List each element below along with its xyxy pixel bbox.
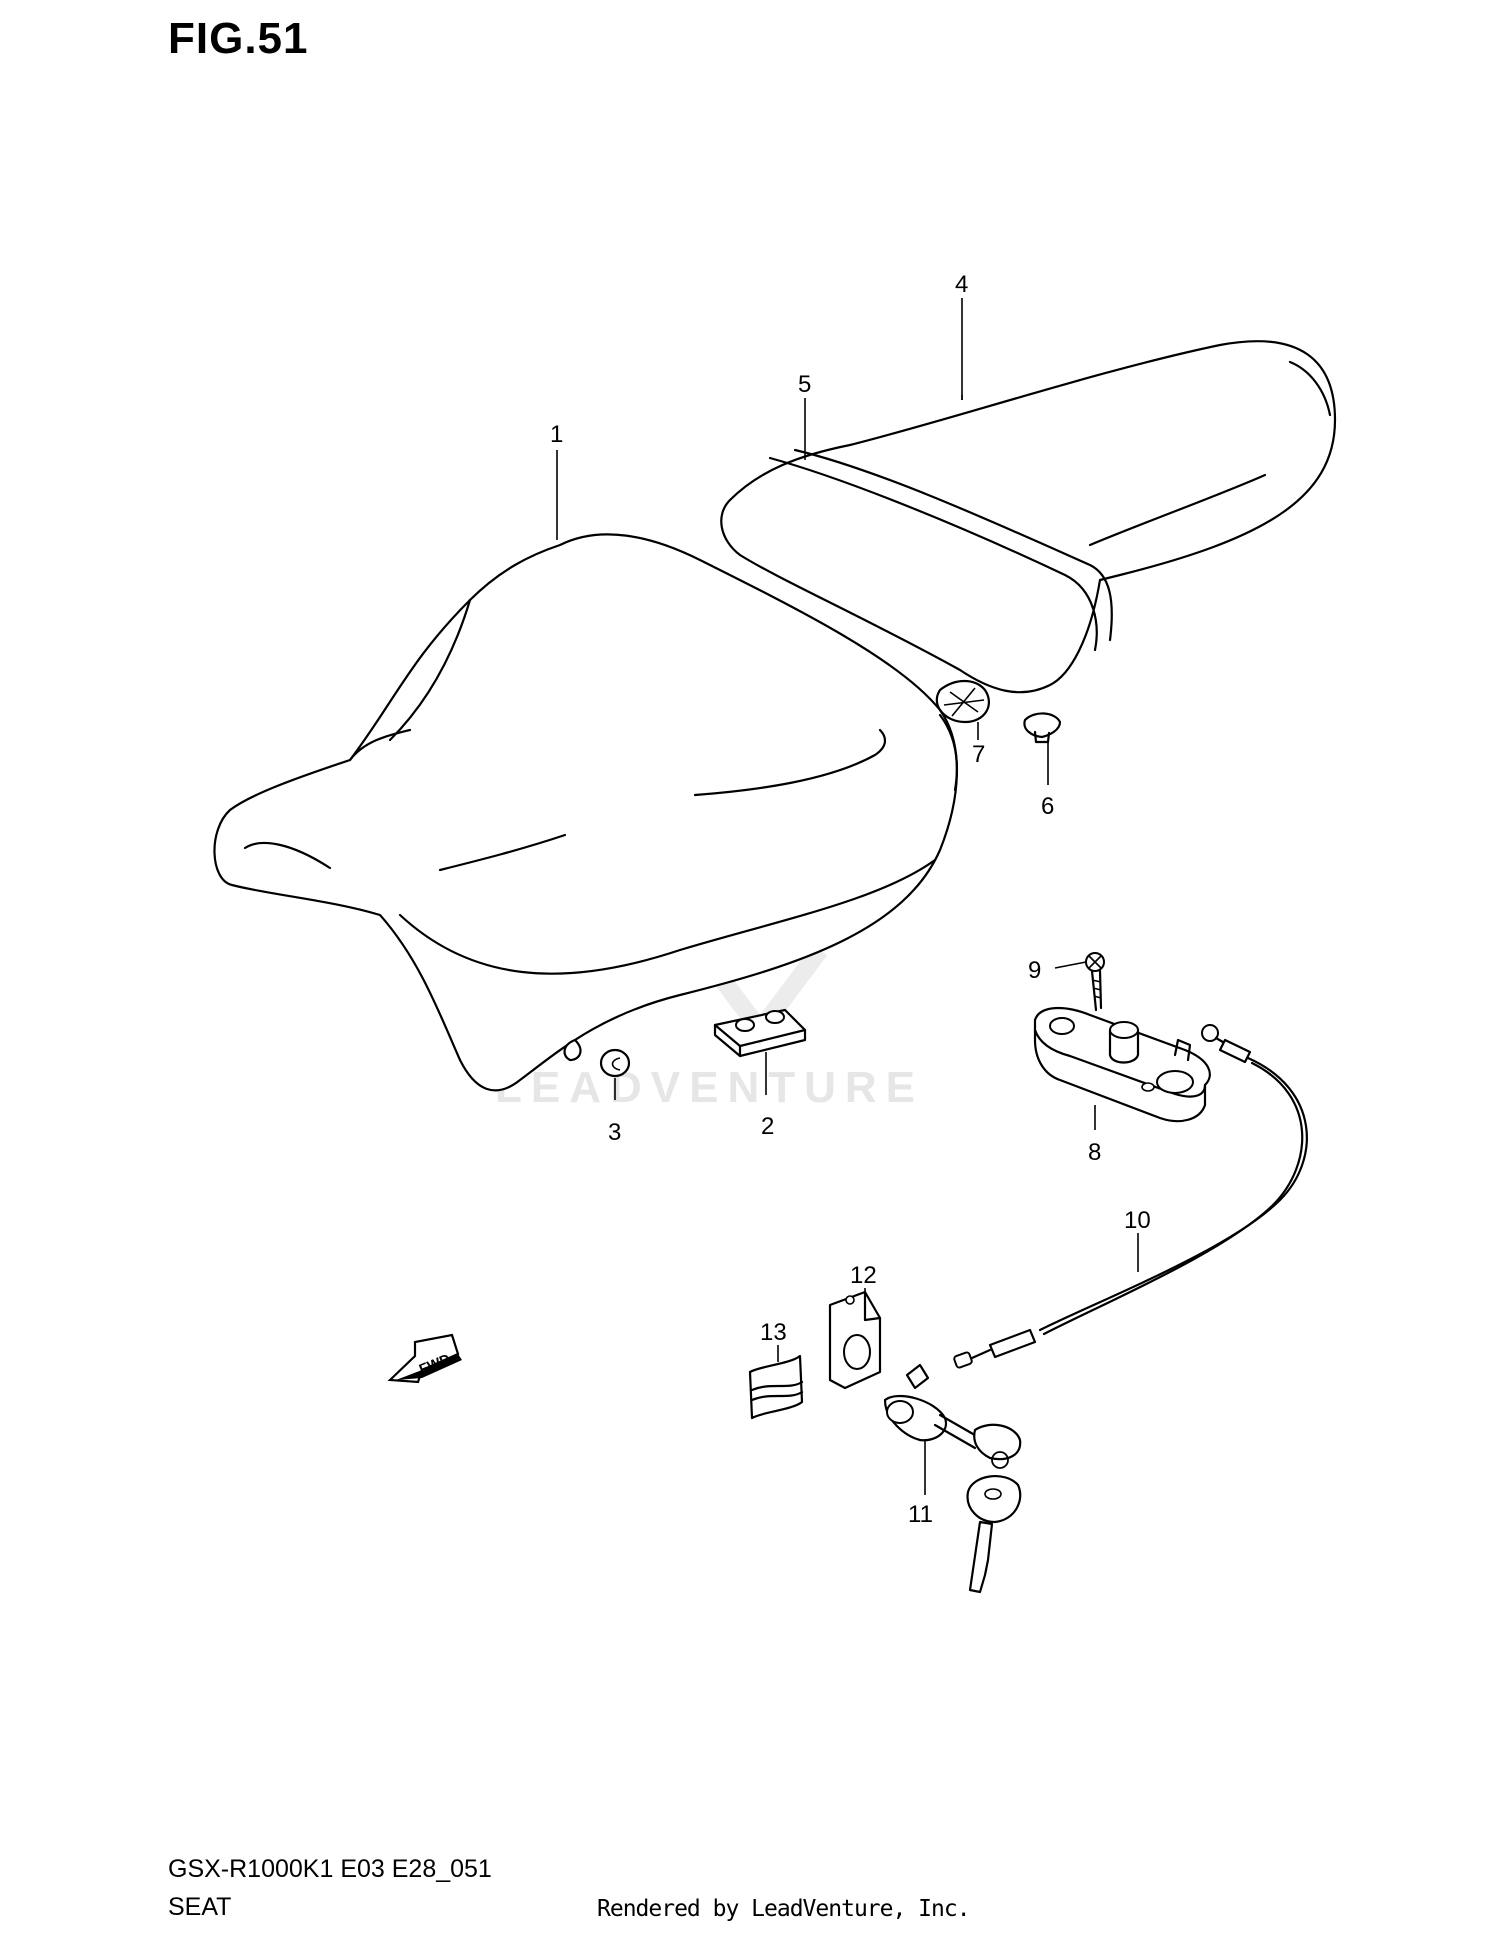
seat-bracket bbox=[713, 1008, 807, 1058]
callout-3: 3 bbox=[608, 1119, 621, 1146]
clamp bbox=[748, 1354, 804, 1420]
front-seat bbox=[213, 533, 959, 1092]
callout-8: 8 bbox=[1088, 1139, 1101, 1166]
leader-lines bbox=[556, 298, 1139, 1495]
seat-lock-assy bbox=[1033, 1006, 1211, 1123]
callout-9: 9 bbox=[1028, 957, 1041, 984]
render-credit: Rendered by LeadVenture, Inc. bbox=[597, 1896, 971, 1922]
callout-4: 4 bbox=[955, 271, 968, 298]
seat-lock-cable bbox=[953, 1024, 1308, 1369]
section-name: SEAT bbox=[168, 1893, 232, 1921]
callout-2: 2 bbox=[761, 1113, 774, 1140]
callout-1: 1 bbox=[550, 421, 563, 448]
screw bbox=[1085, 952, 1105, 1012]
figure-title: FIG.51 bbox=[168, 14, 309, 63]
fwd-arrow: FWD bbox=[387, 1333, 462, 1384]
rear-seat bbox=[720, 340, 1337, 694]
callout-12: 12 bbox=[850, 1262, 877, 1289]
callout-6: 6 bbox=[1041, 793, 1054, 820]
bolt bbox=[1023, 712, 1062, 744]
callout-7: 7 bbox=[972, 741, 985, 768]
seat-lock-cylinder bbox=[883, 1363, 1022, 1594]
cushion bbox=[563, 1038, 631, 1078]
callout-13: 13 bbox=[760, 1319, 787, 1346]
watermark-text: LEADVENTURE bbox=[495, 1063, 924, 1112]
lock-bracket bbox=[828, 1290, 882, 1390]
callout-5: 5 bbox=[798, 371, 811, 398]
callout-10: 10 bbox=[1124, 1207, 1151, 1234]
model-code: GSX-R1000K1 E03 E28_051 bbox=[168, 1855, 492, 1883]
callout-11: 11 bbox=[908, 1501, 933, 1528]
clip bbox=[935, 679, 991, 724]
callout-labels: 1 2 3 4 5 6 7 8 9 10 11 12 13 bbox=[550, 271, 1151, 1528]
